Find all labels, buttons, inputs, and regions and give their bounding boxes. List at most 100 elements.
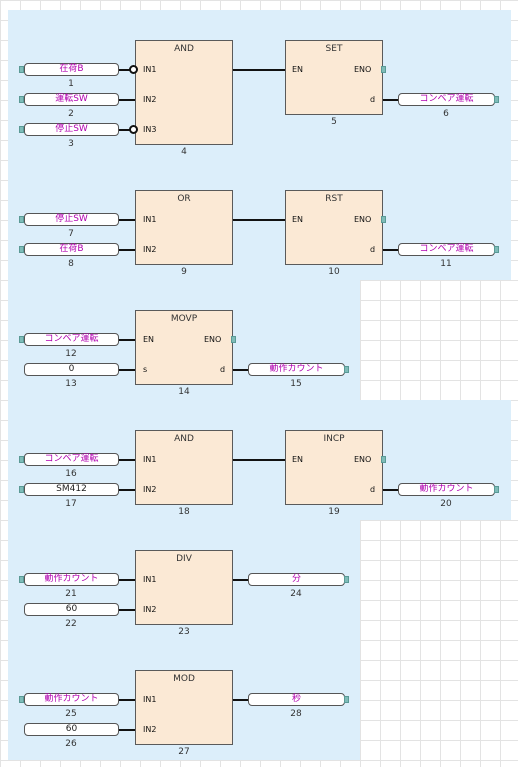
connection-line bbox=[119, 99, 135, 101]
eno-connector[interactable] bbox=[381, 456, 386, 463]
eno-connector[interactable] bbox=[381, 66, 386, 73]
pin-s: s bbox=[143, 365, 148, 374]
variable-number: 20 bbox=[440, 499, 452, 509]
connection-line bbox=[233, 459, 285, 461]
pin-in2: IN2 bbox=[143, 725, 157, 734]
connection-line bbox=[383, 99, 399, 101]
input-connector[interactable] bbox=[19, 126, 24, 133]
output-connector[interactable] bbox=[494, 96, 499, 103]
negation-marker bbox=[129, 125, 138, 134]
input-variable[interactable]: コンベア運転 bbox=[24, 333, 119, 346]
connection-line bbox=[233, 219, 285, 221]
mod-function-block[interactable]: MOD bbox=[135, 670, 233, 745]
block-number: 23 bbox=[178, 627, 190, 637]
variable-number: 8 bbox=[68, 259, 74, 269]
eno-connector[interactable] bbox=[381, 216, 386, 223]
connection-line bbox=[119, 339, 135, 341]
output-connector[interactable] bbox=[494, 246, 499, 253]
movp-function-block[interactable]: MOVP bbox=[135, 310, 233, 385]
input-variable[interactable]: 運転SW bbox=[24, 93, 119, 106]
input-connector[interactable] bbox=[19, 486, 24, 493]
variable-number: 25 bbox=[65, 709, 77, 719]
block-name: OR bbox=[177, 194, 191, 204]
output-variable[interactable]: 動作カウント bbox=[248, 363, 345, 376]
input-connector[interactable] bbox=[19, 336, 24, 343]
input-variable[interactable]: 動作カウント bbox=[24, 573, 119, 586]
pin-eno: ENO bbox=[354, 455, 372, 464]
input-variable[interactable]: 在荷B bbox=[24, 63, 119, 76]
input-variable[interactable]: 停止SW bbox=[24, 213, 119, 226]
connection-line bbox=[383, 489, 399, 491]
output-connector[interactable] bbox=[344, 366, 349, 373]
pin-in1: IN1 bbox=[143, 215, 157, 224]
variable-number: 24 bbox=[290, 589, 302, 599]
output-variable[interactable]: 秒 bbox=[248, 693, 345, 706]
output-variable[interactable]: コンベア運転 bbox=[398, 93, 495, 106]
input-connector[interactable] bbox=[19, 216, 24, 223]
input-connector[interactable] bbox=[19, 96, 24, 103]
pin-en: EN bbox=[143, 335, 155, 344]
eno-connector[interactable] bbox=[231, 336, 236, 343]
variable-number: 1 bbox=[68, 79, 74, 89]
connection-line bbox=[233, 69, 285, 71]
block-name: MOD bbox=[173, 674, 195, 684]
input-variable[interactable]: 0 bbox=[24, 363, 119, 376]
block-name: INCP bbox=[323, 434, 345, 444]
incp-function-block[interactable]: INCP bbox=[285, 430, 383, 505]
input-connector[interactable] bbox=[19, 456, 24, 463]
output-connector[interactable] bbox=[494, 486, 499, 493]
block-number: 18 bbox=[178, 507, 190, 517]
connection-line bbox=[119, 69, 130, 71]
pin-d: d bbox=[370, 95, 376, 104]
output-connector[interactable] bbox=[344, 576, 349, 583]
input-connector[interactable] bbox=[19, 246, 24, 253]
variable-number: 7 bbox=[68, 229, 74, 239]
connection-line bbox=[119, 129, 130, 131]
variable-number: 26 bbox=[65, 739, 77, 749]
negation-marker bbox=[129, 65, 138, 74]
block-number: 27 bbox=[178, 747, 190, 757]
input-variable[interactable]: 停止SW bbox=[24, 123, 119, 136]
pin-d: d bbox=[220, 365, 226, 374]
variable-number: 17 bbox=[65, 499, 77, 509]
rst-function-block[interactable]: RST bbox=[285, 190, 383, 265]
input-variable[interactable]: コンベア運転 bbox=[24, 453, 119, 466]
div-function-block[interactable]: DIV bbox=[135, 550, 233, 625]
output-variable[interactable]: 分 bbox=[248, 573, 345, 586]
variable-number: 6 bbox=[443, 109, 449, 119]
block-number: 4 bbox=[181, 147, 187, 157]
block-name: DIV bbox=[176, 554, 192, 564]
variable-number: 13 bbox=[65, 379, 77, 389]
input-variable[interactable]: 60 bbox=[24, 723, 119, 736]
pin-d: d bbox=[370, 485, 376, 494]
block-number: 14 bbox=[178, 387, 190, 397]
input-variable[interactable]: 在荷B bbox=[24, 243, 119, 256]
connection-line bbox=[119, 579, 135, 581]
output-connector[interactable] bbox=[344, 696, 349, 703]
rung-region bbox=[8, 10, 511, 280]
set-function-block[interactable]: SET bbox=[285, 40, 383, 115]
and-function-block[interactable]: AND bbox=[135, 430, 233, 505]
output-variable[interactable]: 動作カウント bbox=[398, 483, 495, 496]
variable-number: 3 bbox=[68, 139, 74, 149]
variable-number: 16 bbox=[65, 469, 77, 479]
input-connector[interactable] bbox=[19, 696, 24, 703]
input-connector[interactable] bbox=[19, 576, 24, 583]
input-variable[interactable]: SM412 bbox=[24, 483, 119, 496]
pin-in2: IN2 bbox=[143, 95, 157, 104]
pin-in1: IN1 bbox=[143, 695, 157, 704]
input-variable[interactable]: 60 bbox=[24, 603, 119, 616]
and-function-block[interactable]: AND bbox=[135, 40, 233, 145]
input-variable[interactable]: 動作カウント bbox=[24, 693, 119, 706]
connection-line bbox=[119, 219, 135, 221]
or-function-block[interactable]: OR bbox=[135, 190, 233, 265]
block-name: AND bbox=[174, 434, 194, 444]
connection-line bbox=[233, 579, 249, 581]
pin-eno: ENO bbox=[204, 335, 222, 344]
output-variable[interactable]: コンベア運転 bbox=[398, 243, 495, 256]
variable-number: 21 bbox=[65, 589, 77, 599]
variable-number: 12 bbox=[65, 349, 77, 359]
input-connector[interactable] bbox=[19, 66, 24, 73]
pin-in3: IN3 bbox=[143, 125, 157, 134]
